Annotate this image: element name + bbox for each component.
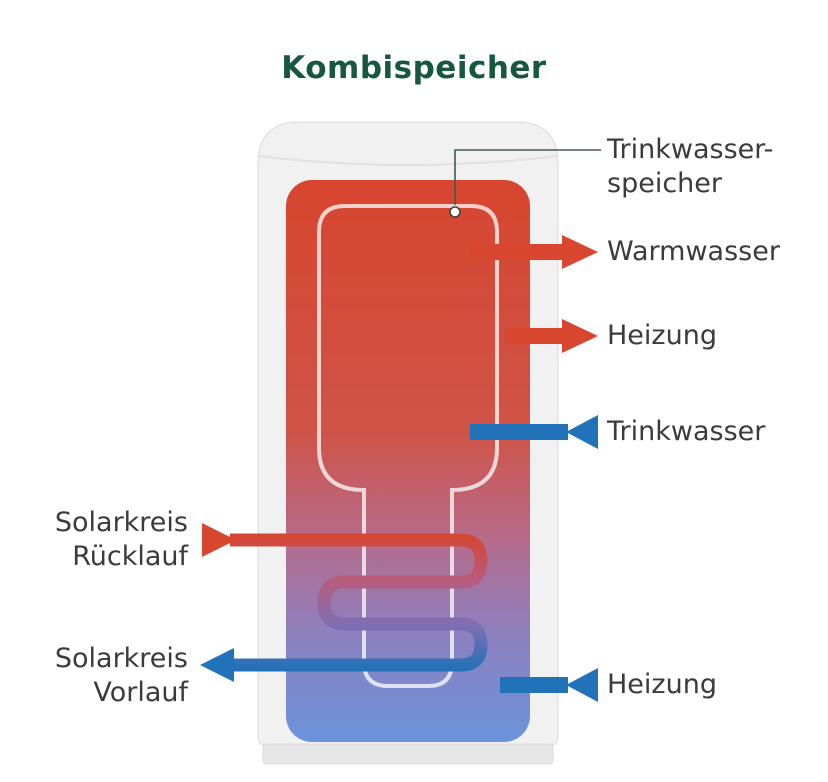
label-solarkreis-ruecklauf-line1: Solarkreis bbox=[54, 507, 188, 538]
label-trinkwasserspeicher: Trinkwasser- speicher bbox=[607, 133, 773, 201]
warmwasser-arrow bbox=[470, 235, 598, 269]
trinkwasser-arrow-head bbox=[566, 415, 598, 449]
label-solarkreis-vorlauf-line1: Solarkreis bbox=[54, 643, 188, 674]
label-heizung-out: Heizung bbox=[607, 320, 717, 351]
callout-marker-dot bbox=[449, 206, 461, 218]
label-trinkwasserspeicher-line1: Trinkwasser- bbox=[607, 134, 774, 165]
warmwasser-arrow-shaft bbox=[470, 244, 564, 260]
solar-vorlauf-arrow-head bbox=[200, 648, 234, 682]
inner-vessel-outline bbox=[317, 204, 499, 688]
heizung-out-arrow-shaft bbox=[505, 328, 563, 344]
label-warmwasser: Warmwasser bbox=[607, 236, 780, 267]
trinkwasser-arrow-shaft bbox=[470, 424, 568, 440]
label-solarkreis-ruecklauf: Solarkreis Rücklauf bbox=[38, 506, 188, 574]
label-heizung-in: Heizung bbox=[607, 669, 717, 700]
tank-base bbox=[262, 743, 554, 765]
solar-coil bbox=[230, 533, 488, 672]
heizung-out-arrow bbox=[505, 319, 598, 353]
heizung-in-arrow-head bbox=[566, 668, 598, 702]
tank-lid-seam bbox=[257, 155, 559, 166]
heizung-in-arrow bbox=[500, 668, 598, 702]
label-trinkwasser: Trinkwasser bbox=[607, 416, 766, 447]
tank-gradient-body bbox=[286, 180, 530, 742]
label-trinkwasserspeicher-line2: speicher bbox=[607, 168, 722, 199]
trinkwasser-arrow bbox=[470, 415, 598, 449]
label-solarkreis-vorlauf-line2: Vorlauf bbox=[93, 677, 188, 708]
callout-line bbox=[454, 149, 601, 205]
label-solarkreis-vorlauf: Solarkreis Vorlauf bbox=[38, 642, 188, 710]
heizung-out-arrow-head bbox=[562, 319, 598, 353]
heizung-in-arrow-shaft bbox=[500, 677, 568, 693]
label-solarkreis-ruecklauf-line2: Rücklauf bbox=[72, 541, 188, 572]
diagram-title: Kombispeicher bbox=[281, 50, 547, 86]
solar-ruecklauf-arrow-head bbox=[202, 523, 236, 557]
warmwasser-arrow-head bbox=[562, 235, 598, 269]
